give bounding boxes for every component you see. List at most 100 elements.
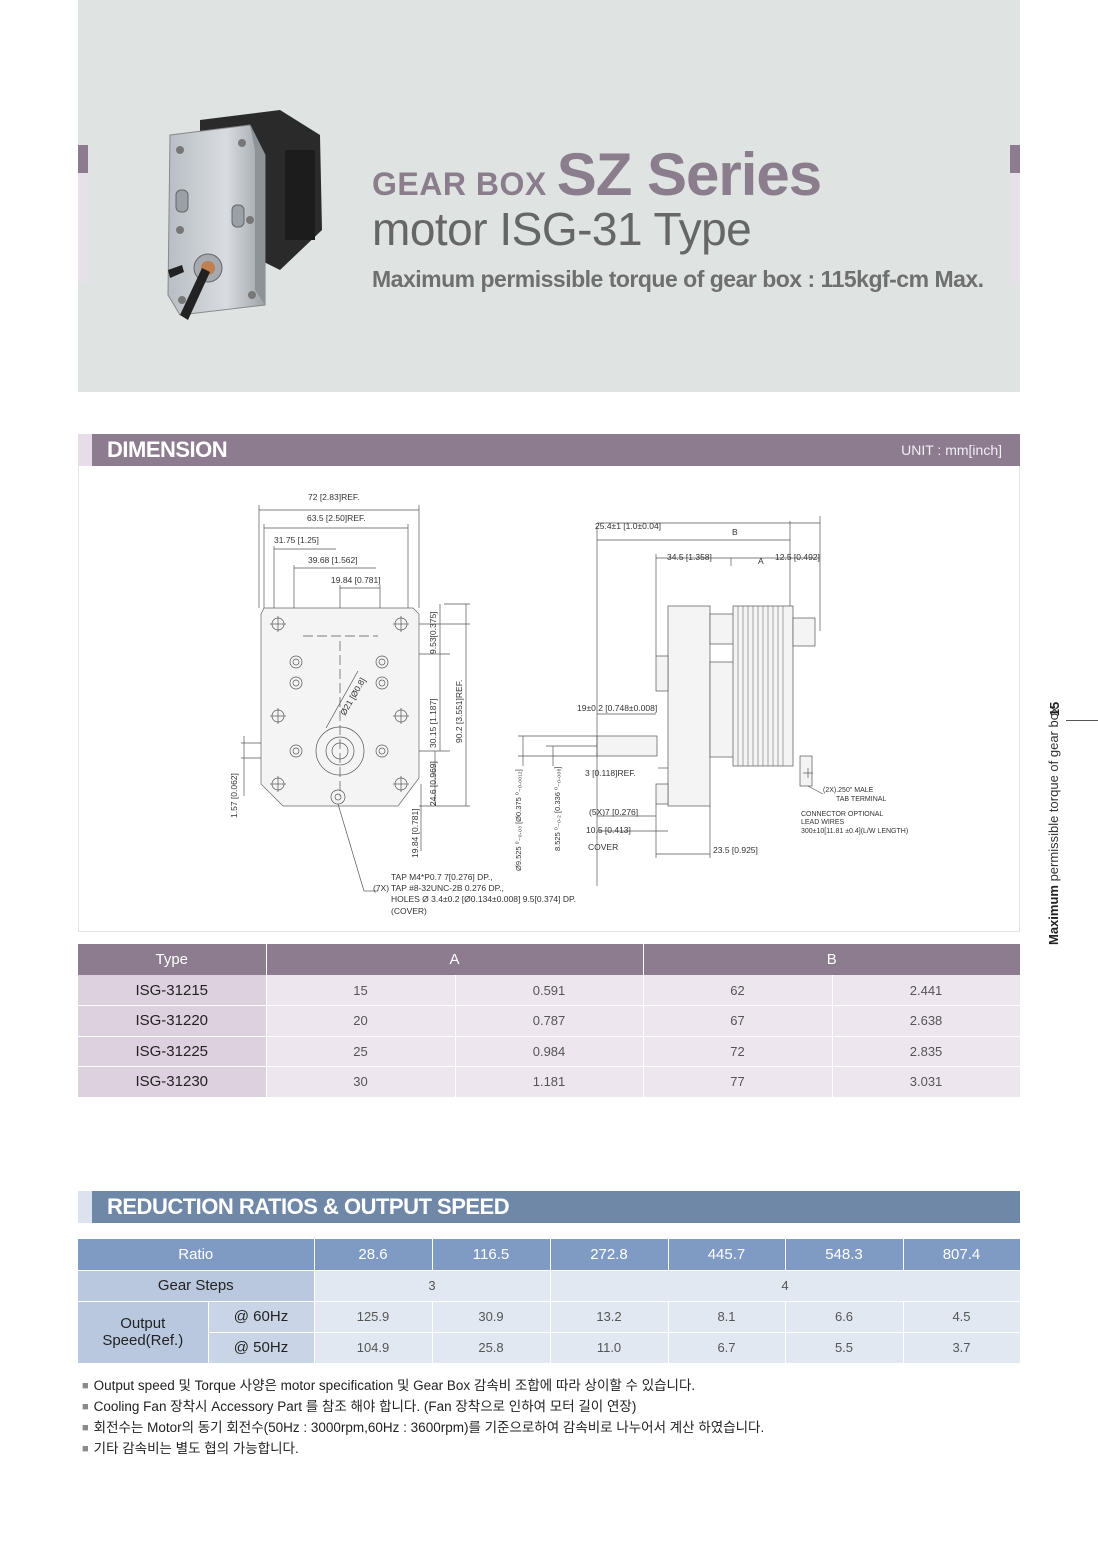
svg-text:8.525 ⁰₋₀.₂ [0.336 ⁰₋₀.₀₀₈]: 8.525 ⁰₋₀.₂ [0.336 ⁰₋₀.₀₀₈] bbox=[553, 766, 562, 851]
unit-label: UNIT : mm[inch] bbox=[901, 442, 1002, 458]
table-row: ISG-31230 30 1.181 77 3.031 bbox=[78, 1066, 1021, 1098]
header-type: Type bbox=[78, 944, 267, 975]
svg-text:(2X).250" MALE: (2X).250" MALE bbox=[823, 787, 874, 794]
header-a: A bbox=[266, 944, 644, 975]
svg-text:19.84 [0.781]: 19.84 [0.781] bbox=[331, 575, 381, 585]
hz50-label: @ 50Hz bbox=[208, 1332, 315, 1364]
svg-text:TAP #8-32UNC-2B 0.276 DP.,: TAP #8-32UNC-2B 0.276 DP., bbox=[391, 883, 504, 893]
b-in-cell: 3.031 bbox=[832, 1066, 1021, 1098]
ratio-cell: 548.3 bbox=[785, 1239, 904, 1271]
dimension-table: Type A B ISG-31215 15 0.591 62 2.441 ISG… bbox=[78, 944, 1021, 1098]
svg-text:90.2 [3.551]REF.: 90.2 [3.551]REF. bbox=[454, 680, 464, 743]
svg-text:TAB TERMINAL: TAB TERMINAL bbox=[836, 796, 886, 803]
ratio-cell: 116.5 bbox=[432, 1239, 551, 1271]
svg-text:(7X): (7X) bbox=[373, 883, 389, 893]
notes-list: Output speed 및 Torque 사양은 motor specific… bbox=[82, 1376, 765, 1460]
section-accent bbox=[78, 1191, 92, 1223]
b-mm-cell: 72 bbox=[643, 1036, 833, 1067]
svg-text:30.15 [1.187]: 30.15 [1.187] bbox=[428, 698, 438, 748]
section-accent bbox=[78, 434, 92, 466]
ratio-header: Ratio bbox=[78, 1239, 315, 1271]
ratio-cell: 28.6 bbox=[314, 1239, 433, 1271]
dimension-title: DIMENSION bbox=[107, 437, 228, 462]
side-caption-bold: Maximum bbox=[1046, 885, 1061, 945]
svg-text:72 [2.83]REF.: 72 [2.83]REF. bbox=[308, 492, 360, 502]
ratio-cell: 807.4 bbox=[903, 1239, 1021, 1271]
reduction-table: Ratio 28.6 116.5 272.8 445.7 548.3 807.4… bbox=[78, 1239, 1021, 1364]
header-b: B bbox=[643, 944, 1021, 975]
hero-accent-right-light bbox=[1010, 173, 1020, 283]
hero-accent-right bbox=[1010, 145, 1020, 173]
svg-text:3 [0.118]REF.: 3 [0.118]REF. bbox=[585, 768, 636, 778]
motor-type: motor ISG-31 Type bbox=[372, 203, 752, 255]
a-in-cell: 0.984 bbox=[455, 1036, 644, 1067]
svg-text:31.75 [1.25]: 31.75 [1.25] bbox=[274, 535, 319, 545]
speed-60-cell: 125.9 bbox=[314, 1301, 433, 1333]
gear-motor-photo bbox=[167, 110, 322, 320]
svg-text:12.5 [0.492]: 12.5 [0.492] bbox=[775, 552, 820, 562]
type-cell: ISG-31220 bbox=[78, 1005, 267, 1037]
svg-text:1.57 [0.062]: 1.57 [0.062] bbox=[229, 773, 239, 818]
table-row: ISG-31215 15 0.591 62 2.441 bbox=[78, 975, 1021, 1006]
table-row: ISG-31225 25 0.984 72 2.835 bbox=[78, 1036, 1021, 1067]
b-mm-cell: 77 bbox=[643, 1066, 833, 1098]
note-item: 회전수는 Motor의 동기 회전수(50Hz : 3000rpm,60Hz :… bbox=[82, 1418, 765, 1439]
svg-text:TAP M4*P0.7 7[0.276] DP.,: TAP M4*P0.7 7[0.276] DP., bbox=[391, 872, 493, 882]
a-mm-cell: 30 bbox=[266, 1066, 456, 1098]
a-in-cell: 0.591 bbox=[455, 975, 644, 1006]
svg-text:LEAD WIRES: LEAD WIRES bbox=[801, 819, 845, 826]
b-in-cell: 2.638 bbox=[832, 1005, 1021, 1037]
type-cell: ISG-31230 bbox=[78, 1066, 267, 1098]
type-cell: ISG-31225 bbox=[78, 1036, 267, 1067]
svg-text:(5X)7 [0.276]: (5X)7 [0.276] bbox=[589, 807, 638, 817]
ratio-cell: 445.7 bbox=[668, 1239, 786, 1271]
drawing-frame bbox=[78, 466, 1020, 932]
speed-60-cell: 30.9 bbox=[432, 1301, 551, 1333]
drawing-labels: 72 [2.83]REF. 63.5 [2.50]REF. 31.75 [1.2… bbox=[229, 492, 908, 916]
svg-text:COVER: COVER bbox=[588, 842, 618, 852]
b-mm-cell: 62 bbox=[643, 975, 833, 1006]
speed-50-cell: 104.9 bbox=[314, 1332, 433, 1364]
svg-text:24.6 [0.969]: 24.6 [0.969] bbox=[428, 761, 438, 806]
b-mm-cell: 67 bbox=[643, 1005, 833, 1037]
a-mm-cell: 15 bbox=[266, 975, 456, 1006]
a-in-cell: 0.787 bbox=[455, 1005, 644, 1037]
hero-accent-left-light bbox=[78, 173, 88, 283]
note-item: Output speed 및 Torque 사양은 motor specific… bbox=[82, 1376, 764, 1397]
speed-60-cell: 4.5 bbox=[903, 1301, 1021, 1333]
svg-text:CONNECTOR OPTIONAL: CONNECTOR OPTIONAL bbox=[801, 811, 883, 818]
output-speed-label: Output Speed(Ref.) bbox=[78, 1301, 209, 1364]
svg-text:300±10[11.81 ±0.4](L/W LENGTH): 300±10[11.81 ±0.4](L/W LENGTH) bbox=[801, 828, 908, 835]
speed-60-cell: 8.1 bbox=[668, 1301, 786, 1333]
type-cell: ISG-31215 bbox=[78, 975, 267, 1006]
gear-steps-label: Gear Steps bbox=[78, 1270, 315, 1302]
a-in-cell: 1.181 bbox=[455, 1066, 644, 1098]
svg-text:19.84 [0.781]: 19.84 [0.781] bbox=[410, 808, 420, 858]
svg-text:(COVER): (COVER) bbox=[391, 906, 427, 916]
svg-text:63.5 [2.50]REF.: 63.5 [2.50]REF. bbox=[307, 513, 366, 523]
gearbox-label: GEAR BOX bbox=[372, 166, 547, 202]
svg-text:B: B bbox=[732, 527, 738, 537]
torque-spec: Maximum permissible torque of gear box :… bbox=[372, 266, 984, 292]
speed-50-cell: 5.5 bbox=[785, 1332, 904, 1364]
speed-50-cell: 11.0 bbox=[550, 1332, 669, 1364]
ratio-cell: 272.8 bbox=[550, 1239, 669, 1271]
table-row: ISG-31220 20 0.787 67 2.638 bbox=[78, 1005, 1021, 1037]
dimension-drawing: 72 [2.83]REF. 63.5 [2.50]REF. 31.75 [1.2… bbox=[229, 492, 908, 916]
b-in-cell: 2.835 bbox=[832, 1036, 1021, 1067]
svg-text:39.68 [1.562]: 39.68 [1.562] bbox=[308, 555, 358, 565]
side-caption: Maximum permissible torque of gear box bbox=[1046, 707, 1061, 945]
speed-60-cell: 6.6 bbox=[785, 1301, 904, 1333]
speed-60-cell: 13.2 bbox=[550, 1301, 669, 1333]
svg-text:23.5 [0.925]: 23.5 [0.925] bbox=[713, 845, 758, 855]
svg-text:9.53[0.375]: 9.53[0.375] bbox=[428, 611, 438, 654]
b-in-cell: 2.441 bbox=[832, 975, 1021, 1006]
dimension-section-bar: DIMENSION UNIT : mm[inch] bbox=[78, 434, 1020, 466]
speed-50-cell: 3.7 bbox=[903, 1332, 1021, 1364]
gear-steps-3: 3 bbox=[314, 1270, 551, 1302]
a-mm-cell: 25 bbox=[266, 1036, 456, 1067]
hero-accent-left bbox=[78, 145, 88, 173]
series-name: SZ Series bbox=[556, 141, 822, 208]
svg-text:HOLES Ø 3.4±0.2 [Ø0.134±0.008]: HOLES Ø 3.4±0.2 [Ø0.134±0.008] 9.5[0.374… bbox=[391, 894, 576, 904]
